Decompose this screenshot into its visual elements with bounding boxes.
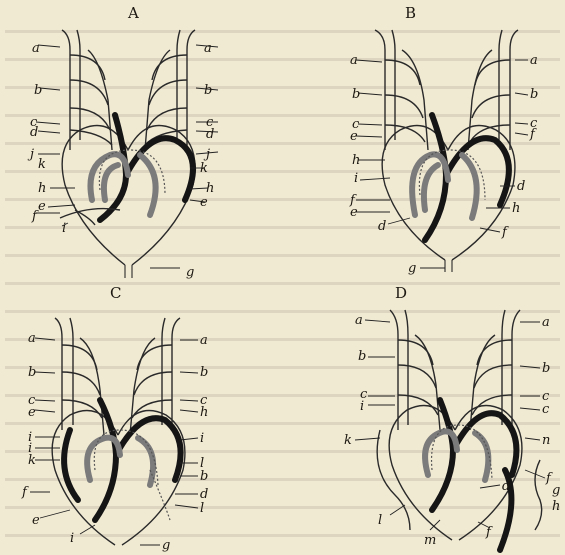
- panel-c-label-b2-right: b: [200, 469, 208, 484]
- panel-b-label-f2-right: f: [501, 225, 509, 240]
- panel-c-label-a-right: a: [200, 333, 208, 348]
- panel-c-label-b-left: b: [28, 365, 36, 380]
- panel-c-label-h-right: h: [200, 405, 208, 420]
- panel-c-label-i-right: i: [200, 431, 204, 446]
- panel-a-label-b-right: b: [204, 83, 212, 98]
- panel-c-title: C: [110, 284, 121, 302]
- panel-b-label-g: g: [408, 261, 416, 276]
- panel-a-label-a-left: a: [32, 41, 40, 56]
- panel-a-label-a-right: a: [204, 41, 212, 56]
- panel-c-label-b-right: b: [200, 365, 208, 380]
- panel-b: B a: [349, 4, 538, 276]
- panel-d-label-d: d: [502, 479, 510, 494]
- panel-c-label-a-left: a: [28, 331, 36, 346]
- panel-a-label-i-left: i: [62, 221, 66, 236]
- panel-d-label-i-left: i: [360, 399, 364, 414]
- panel-d: D a b: [344, 284, 560, 550]
- panel-b-label-e-left: e: [350, 129, 358, 144]
- panel-c-label-d-right: d: [200, 487, 208, 502]
- panel-b-label-h-right: h: [512, 201, 520, 216]
- panel-d-label-g-right: g: [552, 483, 560, 498]
- panel-a-label-e-left: e: [38, 199, 46, 214]
- panel-a: A: [27, 4, 218, 280]
- panel-d-label-k-left: k: [344, 433, 352, 448]
- panel-a-label-e-right: e: [200, 195, 208, 210]
- panel-c-label-e2-left: e: [32, 513, 40, 528]
- panel-b-label-h-left: h: [352, 153, 360, 168]
- panel-c-label-i3-left: i: [70, 531, 74, 546]
- panel-a-label-g: g: [186, 265, 194, 280]
- panel-b-title: B: [405, 4, 416, 22]
- panel-c-label-k-left: k: [28, 453, 36, 468]
- panel-d-label-c2-right: c: [542, 402, 550, 417]
- panel-b-label-d-right: d: [517, 179, 525, 194]
- panel-d-label-f-bottom: f: [485, 525, 493, 540]
- panel-a-label-d-left: d: [30, 125, 38, 140]
- panel-a-label-d-right: d: [206, 127, 214, 142]
- panel-a-label-j-left: j: [27, 147, 34, 162]
- panel-b-label-a-left: a: [350, 53, 358, 68]
- panel-d-label-h-right: h: [552, 499, 560, 514]
- panel-a-label-j-right: j: [203, 147, 210, 162]
- panel-d-label-b-right: b: [542, 361, 550, 376]
- panel-d-label-m: m: [424, 533, 436, 548]
- panel-a-label-k-left: k: [38, 157, 46, 172]
- panel-c-label-l2-right: l: [200, 501, 204, 516]
- panel-d-label-n-right: n: [542, 433, 550, 448]
- panel-a-label-k-right: k: [200, 161, 208, 176]
- panel-b-label-b-right: b: [530, 87, 538, 102]
- panel-d-label-l: l: [378, 513, 382, 528]
- panel-a-title: A: [127, 4, 139, 22]
- panel-a-label-h-right: h: [206, 181, 214, 196]
- panel-b-label-i-left: i: [354, 171, 358, 186]
- panel-d-title: D: [395, 284, 407, 302]
- panel-c-label-e-left: e: [28, 405, 36, 420]
- panel-d-label-a-left: a: [355, 313, 363, 328]
- panel-b-label-b-left: b: [352, 87, 360, 102]
- panel-b-label-d-left: d: [378, 219, 386, 234]
- panel-b-label-a-right: a: [530, 53, 538, 68]
- panel-c: C: [21, 284, 208, 553]
- panel-a-label-h-left: h: [38, 181, 46, 196]
- panel-a-label-b-left: b: [34, 83, 42, 98]
- panel-b-label-e2-left: e: [350, 205, 358, 220]
- panel-c-label-f-left: f: [21, 485, 29, 500]
- panel-d-label-a-right: a: [542, 315, 550, 330]
- panel-d-label-b-left: b: [358, 349, 366, 364]
- panel-c-label-g: g: [162, 538, 170, 553]
